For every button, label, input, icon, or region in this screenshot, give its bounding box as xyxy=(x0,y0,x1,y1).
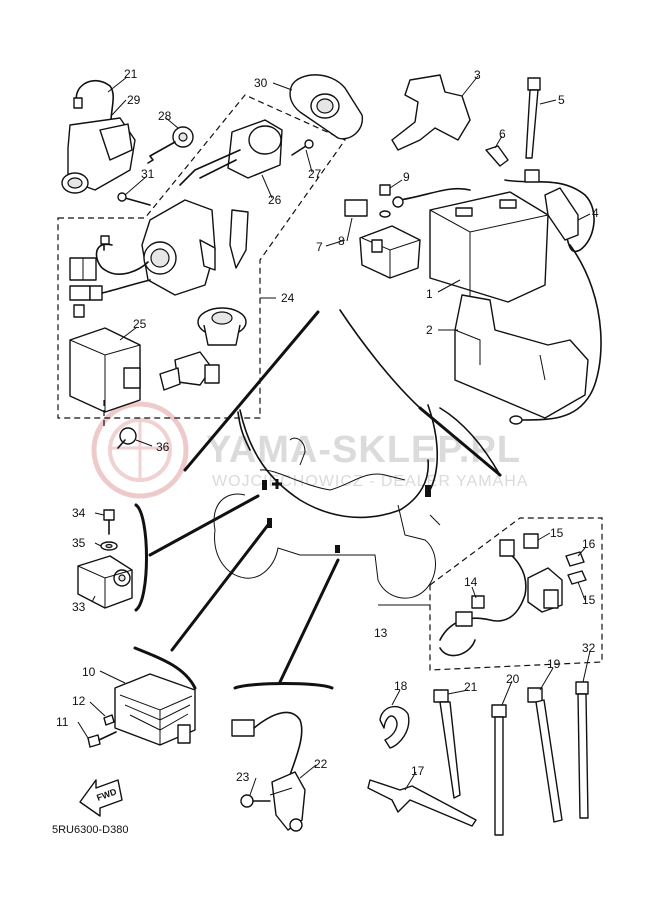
watermark-sub-text: WOJCIECHOWICZ - DEALER YAMAHA xyxy=(212,473,528,490)
callout-6: 6 xyxy=(499,127,506,141)
battery-cable xyxy=(392,169,602,425)
callout-29: 29 xyxy=(127,93,141,107)
callout-15-bottom: 15 xyxy=(582,593,596,607)
wire-harness xyxy=(439,533,587,657)
callout-34: 34 xyxy=(72,506,86,520)
part-22-sensor xyxy=(231,711,306,832)
callout-14: 14 xyxy=(464,575,478,589)
callout-26: 26 xyxy=(268,193,282,207)
callout-1: 1 xyxy=(426,287,433,301)
part-10-rectifier xyxy=(114,673,196,746)
diagram-code: 5RU6300-D380 xyxy=(52,824,128,836)
ignition-connectors xyxy=(69,235,151,318)
callout-7: 7 xyxy=(316,240,323,254)
part-29-sensor xyxy=(61,79,136,194)
part-18-clamp xyxy=(379,705,410,749)
callout-10: 10 xyxy=(82,665,96,679)
part-3-bracket xyxy=(391,74,471,151)
group-13-outline xyxy=(429,517,603,671)
part-12-nut xyxy=(103,714,115,726)
callout-15-top: 15 xyxy=(550,526,564,540)
part-11-bolt xyxy=(87,731,117,748)
callout-28: 28 xyxy=(158,109,172,123)
part-9-bolt xyxy=(379,184,391,218)
callout-16: 16 xyxy=(582,537,596,551)
location-marker xyxy=(262,480,267,490)
callout-13: 13 xyxy=(374,626,388,640)
pointer-lines xyxy=(133,309,502,690)
part-23-bolt xyxy=(240,794,271,808)
callout-9: 9 xyxy=(403,170,410,184)
callout-30: 30 xyxy=(254,76,268,90)
group-24-outline xyxy=(57,94,346,419)
part-33-sensor xyxy=(77,555,133,609)
part-26-lock-cylinder xyxy=(179,119,283,186)
callout-33: 33 xyxy=(72,600,86,614)
part-28-key xyxy=(147,126,194,164)
part-7-8-relay xyxy=(344,199,421,279)
callout-36: 36 xyxy=(156,440,170,454)
callout-22: 22 xyxy=(314,757,328,771)
callout-32: 32 xyxy=(582,641,596,655)
callout-18: 18 xyxy=(394,679,408,693)
callout-31: 31 xyxy=(141,167,155,181)
part-5-cable-tie xyxy=(525,77,541,159)
callout-4: 4 xyxy=(592,206,599,220)
part-30-cover xyxy=(289,74,364,140)
part-2-battery-case xyxy=(454,294,589,419)
callout-12: 12 xyxy=(72,694,86,708)
fwd-arrow-icon: FWD xyxy=(79,779,123,817)
callout-24: 24 xyxy=(281,291,295,305)
callout-35: 35 xyxy=(72,536,86,550)
callout-2: 2 xyxy=(426,323,433,337)
part-6-terminal xyxy=(485,145,509,167)
part-20-cable-tie xyxy=(491,704,507,836)
small-sensor-part xyxy=(159,351,220,391)
fuel-cap-part xyxy=(197,307,247,346)
callout-21-bottom: 21 xyxy=(464,680,478,694)
callout-23: 23 xyxy=(236,770,250,784)
callout-17: 17 xyxy=(411,764,425,778)
callout-8: 8 xyxy=(338,234,345,248)
part-21-cable-tie xyxy=(433,689,461,799)
part-35-washer xyxy=(100,541,118,551)
part-25-cdi-unit xyxy=(69,327,141,430)
part-27-screw xyxy=(291,139,314,156)
callout-20: 20 xyxy=(506,672,520,686)
callout-3: 3 xyxy=(474,68,481,82)
callout-27: 27 xyxy=(308,167,322,181)
callout-5: 5 xyxy=(558,93,565,107)
watermark-main-text: YAMA-SKLEP.PL xyxy=(206,429,521,471)
watermark: YAMA-SKLEP.PL WOJCIECHOWICZ - DEALER YAM… xyxy=(91,401,528,499)
callout-19: 19 xyxy=(547,657,561,671)
part-34-bolt xyxy=(103,509,115,535)
part-36-bolt xyxy=(117,427,153,449)
ignition-switch xyxy=(117,192,249,296)
yamaha-logo-watermark xyxy=(91,401,189,499)
part-32-cable-tie xyxy=(575,681,589,819)
callout-25: 25 xyxy=(133,317,147,331)
callout-11: 11 xyxy=(56,715,69,729)
callout-21-top: 21 xyxy=(124,67,138,81)
part-1-battery xyxy=(429,191,549,303)
leader-lines xyxy=(77,75,591,796)
part-19-cable-tie xyxy=(527,687,563,823)
callout-labels: 21 29 28 30 26 27 31 24 25 36 3 5 6 9 4 … xyxy=(56,67,599,784)
